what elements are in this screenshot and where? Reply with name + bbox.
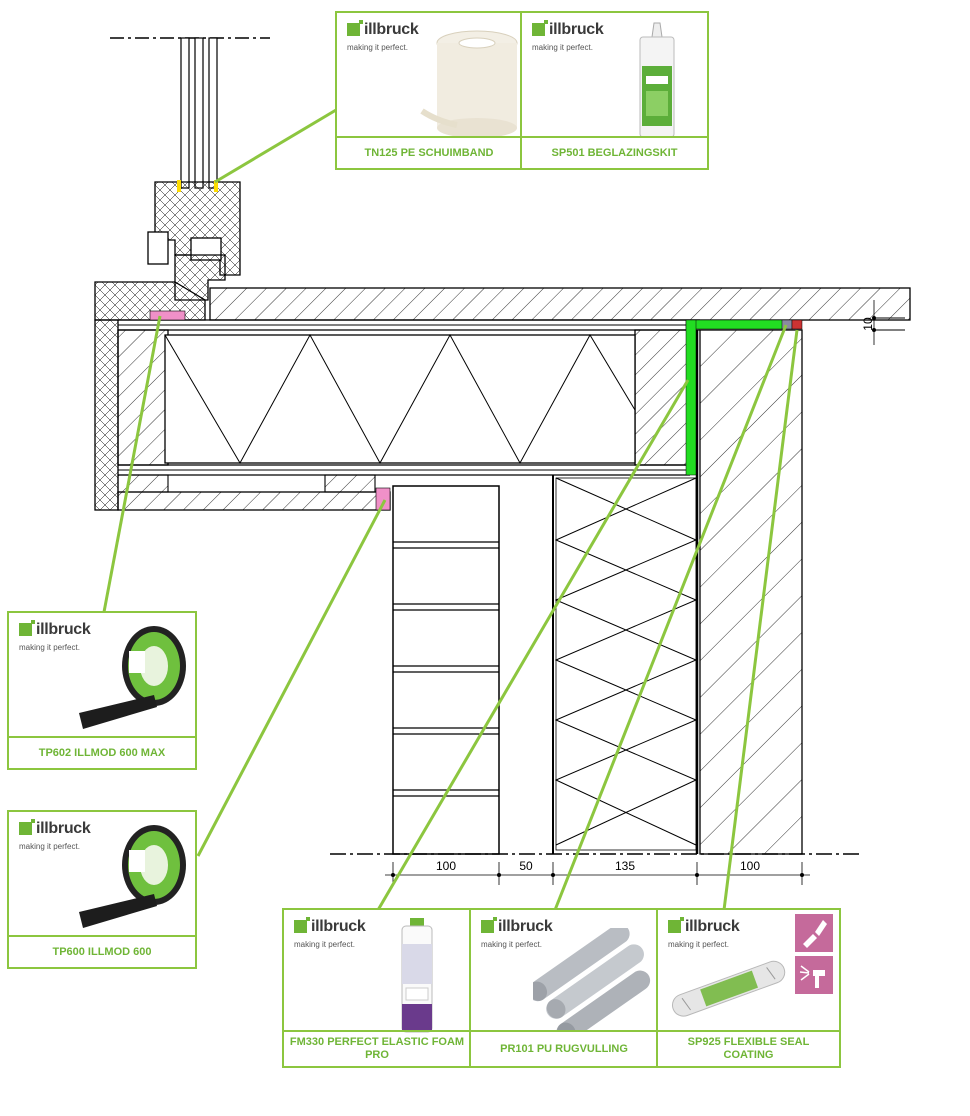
product-label-sp501: SP501 BEGLAZINGSKIT [522,136,707,168]
brand-name: illbruck [311,918,366,935]
brand-name: illbruck [36,820,91,837]
tape-roll-image [79,825,186,928]
concrete-slab [209,287,911,331]
illbruck-logo-mark [532,20,548,36]
product-card-pr101[interactable]: illbruck making it perfect. PR101 PU RUG… [469,908,659,1068]
product-card-sp501[interactable]: illbruck making it perfect. SP501 BEGLAZ… [520,11,709,170]
brand-tagline: making it perfect. [532,43,593,52]
leader-fm330 [376,379,690,911]
dim-outer-leaf: 100 [740,859,760,873]
brand-name: illbruck [36,621,91,638]
brand-tagline: making it perfect. [347,43,408,52]
glazing-sealant-cartridge-image [639,22,675,138]
illbruck-logo-mark [294,917,310,933]
leader-tp602 [102,315,162,613]
spray-application-icon [795,956,833,994]
illbruck-logo: illbruck making it perfect. [481,917,553,949]
foam-can-image [401,918,433,1033]
product-label-tp600: TP600 ILLMOD 600 [9,935,195,967]
window-frame [147,180,241,301]
foam-band-roll-image [420,30,518,138]
product-label-sp925: SP925 FLEXIBLE SEAL COATING [658,1030,839,1066]
backer-rod-image [533,928,651,1032]
cavity-insulation [552,475,698,854]
brand-tagline: making it perfect. [668,940,729,949]
brand-name: illbruck [685,918,740,935]
illbruck-logo-mark [347,20,363,36]
brush-application-icon [795,914,833,952]
brand-tagline: making it perfect. [19,643,80,652]
illbruck-logo: illbruck making it perfect. [19,819,91,851]
dim-right-gap: 10 [861,317,875,331]
sealing-tapes [149,310,391,511]
product-label-tp602: TP602 ILLMOD 600 MAX [9,736,195,768]
illbruck-logo: illbruck making it perfect. [294,917,366,949]
brand-name: illbruck [498,918,553,935]
product-card-fm330[interactable]: illbruck making it perfect. FM330 PERFEC… [282,908,472,1068]
inner-masonry-wall [392,485,500,855]
illbruck-logo: illbruck making it perfect. [532,20,604,52]
product-label-fm330: FM330 PERFECT ELASTIC FOAM PRO [284,1030,470,1066]
dim-inner-wall: 100 [436,859,456,873]
edge-wall [94,319,119,511]
green-seal [685,319,803,476]
illbruck-logo-mark [668,917,684,933]
product-card-tp602[interactable]: illbruck making it perfect. TP602 ILLMOD… [7,611,197,770]
window-glazing [110,37,270,189]
dim-gap: 50 [519,859,533,873]
floor-layers [118,319,700,331]
brand-tagline: making it perfect. [294,940,355,949]
sealant-sausage-image [671,960,786,1017]
tape-roll-image [79,626,186,729]
brand-name: illbruck [549,21,604,38]
leader-pr101 [553,324,788,911]
window-sill [94,281,206,321]
product-label-pr101: PR101 PU RUGVULLING [471,1030,657,1066]
illbruck-logo: illbruck making it perfect. [19,620,91,652]
illbruck-logo-mark [19,620,35,636]
dim-insulation: 135 [615,859,635,873]
product-card-tp600[interactable]: illbruck making it perfect. TP600 ILLMOD… [7,810,197,969]
insulated-header [117,329,691,511]
product-card-tn125[interactable]: illbruck making it perfect. TN125 PE SCH… [335,11,523,170]
illbruck-logo: illbruck making it perfect. [347,20,419,52]
brand-name: illbruck [364,21,419,38]
product-label-tn125: TN125 PE SCHUIMBAND [337,136,521,168]
dimension-lines: 100 50 135 100 10 [330,300,876,885]
brand-tagline: making it perfect. [19,842,80,851]
product-card-sp925[interactable]: illbruck making it perfect. SP925 FLEXIB… [656,908,841,1068]
leader-sp925 [722,329,799,911]
leader-tp600 [196,499,387,857]
illbruck-logo-mark [481,917,497,933]
illbruck-logo: illbruck making it perfect. [668,917,740,949]
illbruck-logo-mark [19,819,35,835]
brand-tagline: making it perfect. [481,940,542,949]
leader-lines [102,108,799,911]
leader-tn125 [214,108,337,184]
